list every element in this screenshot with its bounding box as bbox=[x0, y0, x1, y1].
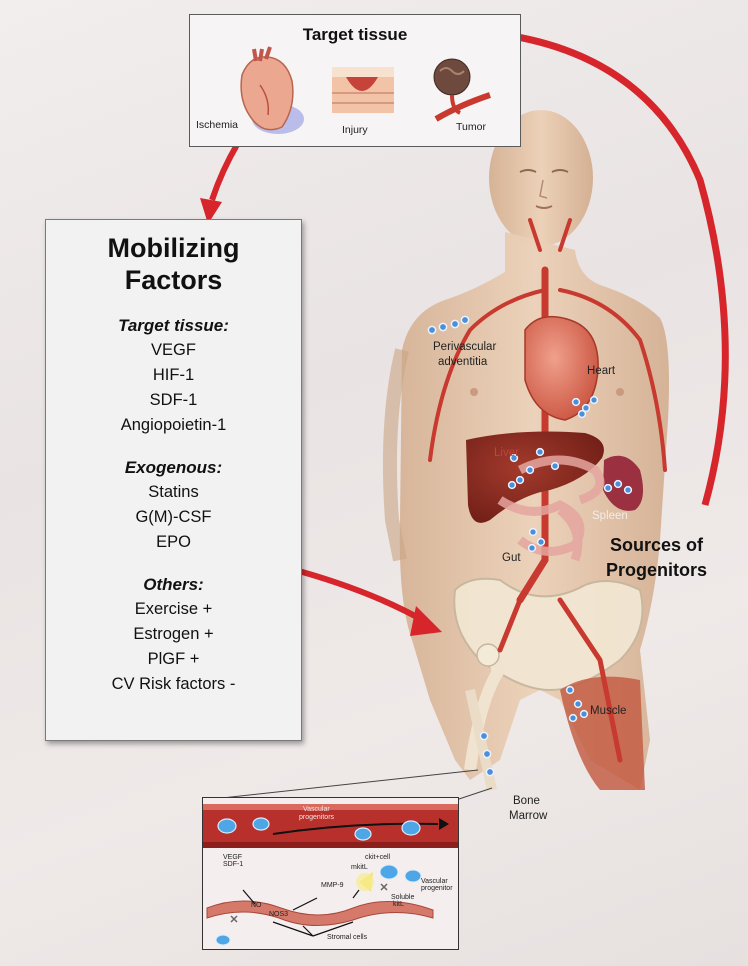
bone-marrow-inset: Vascular progenitors VEGF SDF-1 NO NOS3 … bbox=[202, 797, 459, 950]
target-tissue-box: Target tissue I bbox=[189, 14, 521, 147]
factor-item: Angiopoietin-1 bbox=[46, 413, 301, 438]
inset-mmp9: MMP-9 bbox=[321, 882, 344, 889]
arrow-target-to-factors bbox=[212, 143, 238, 200]
zoom-line-left bbox=[204, 770, 478, 800]
mobilizing-factors-box: Mobilizing Factors Target tissue: VEGF H… bbox=[45, 219, 302, 741]
inset-vascular-progenitors-line1: Vascular bbox=[303, 806, 330, 813]
inset-vascular-progenitors-line2: progenitors bbox=[299, 814, 334, 821]
perivascular-label-line1: Perivascular bbox=[433, 341, 496, 353]
factor-item: VEGF bbox=[46, 338, 301, 363]
section-heading-target-tissue: Target tissue: bbox=[46, 314, 301, 338]
inset-soluble-line2: kitL bbox=[393, 901, 404, 908]
inset-soluble-line1: Soluble bbox=[391, 894, 414, 901]
factor-item: PlGF + bbox=[46, 647, 301, 672]
inset-nos3: NOS3 bbox=[269, 911, 288, 918]
mobilizing-title-line1: Mobilizing bbox=[46, 232, 301, 264]
inset-ckit-cell: ckit+cell bbox=[365, 854, 390, 861]
factor-item: Statins bbox=[46, 480, 301, 505]
inset-vascular-progenitor-line2: progenitor bbox=[421, 885, 453, 892]
ischemia-heart-icon bbox=[241, 47, 304, 134]
ischemia-label: Ischemia bbox=[196, 119, 238, 131]
factor-item: EPO bbox=[46, 530, 301, 555]
muscle-label: Muscle bbox=[590, 705, 626, 717]
inset-sdf1: SDF-1 bbox=[223, 861, 243, 868]
factor-item: HIF-1 bbox=[46, 363, 301, 388]
heart-label: Heart bbox=[587, 365, 615, 377]
tumor-icon bbox=[434, 59, 490, 119]
factor-item: G(M)-CSF bbox=[46, 505, 301, 530]
liver-label: Liver bbox=[494, 447, 519, 459]
section-heading-exogenous: Exogenous: bbox=[46, 456, 301, 480]
inset-vascular-progenitor-line1: Vascular bbox=[421, 878, 448, 885]
bone-marrow-label-line2: Marrow bbox=[509, 810, 547, 822]
injury-label: Injury bbox=[342, 124, 368, 136]
inset-no: NO bbox=[251, 902, 262, 909]
inset-vegf: VEGF bbox=[223, 854, 242, 861]
sources-line2: Progenitors bbox=[606, 558, 707, 583]
mobilizing-title-line2: Factors bbox=[46, 264, 301, 296]
bone-marrow-label-line1: Bone bbox=[513, 795, 540, 807]
inset-stromal-cells: Stromal cells bbox=[327, 934, 367, 941]
injury-tissue-icon bbox=[332, 67, 394, 113]
factor-item: Exercise + bbox=[46, 597, 301, 622]
inset-mkitl: mkitL bbox=[351, 864, 368, 871]
perivascular-label-line2: adventitia bbox=[438, 356, 487, 368]
tumor-label: Tumor bbox=[456, 121, 486, 133]
thigh-muscle bbox=[560, 677, 645, 790]
factor-item: Estrogen + bbox=[46, 622, 301, 647]
factor-item: SDF-1 bbox=[46, 388, 301, 413]
spleen-label: Spleen bbox=[592, 510, 628, 522]
section-heading-others: Others: bbox=[46, 573, 301, 597]
sources-line1: Sources of bbox=[606, 533, 707, 558]
gut-label: Gut bbox=[502, 552, 521, 564]
zoom-line-right bbox=[456, 788, 492, 800]
factor-item: CV Risk factors - bbox=[46, 672, 301, 697]
sources-of-progenitors-label: Sources of Progenitors bbox=[606, 533, 707, 583]
